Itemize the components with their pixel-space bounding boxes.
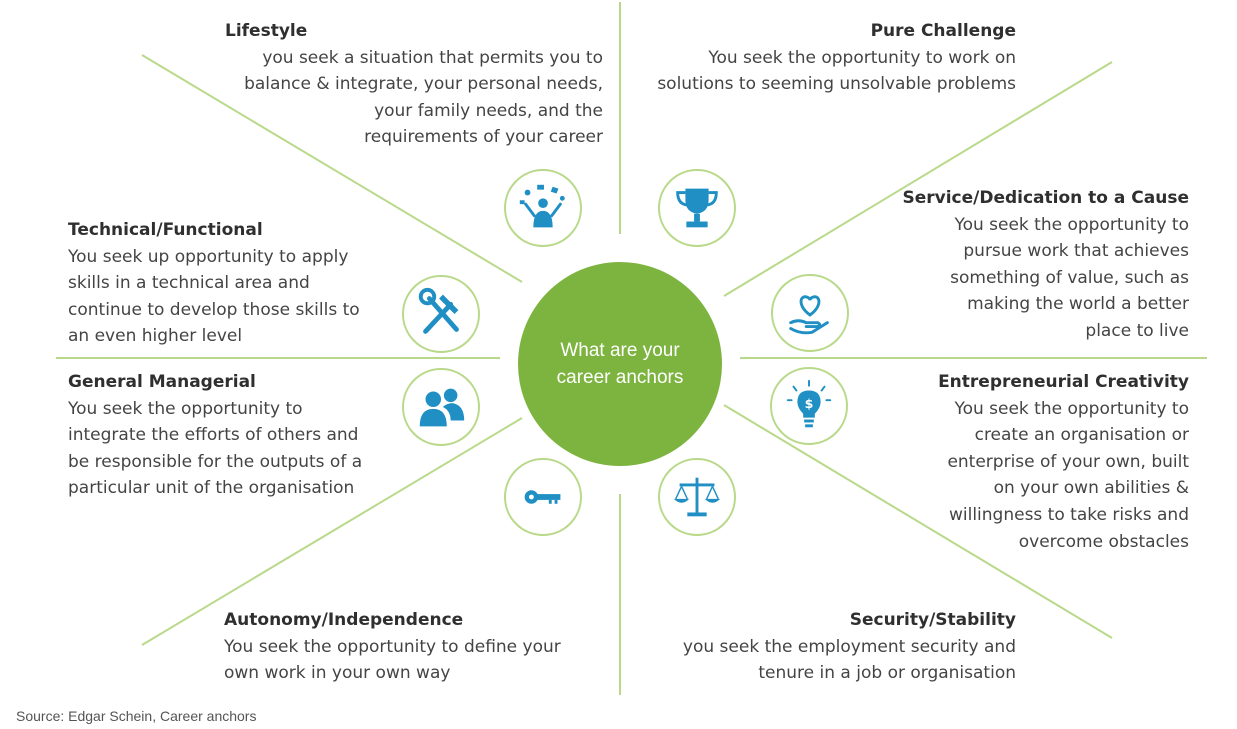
- people-juggling-icon: [504, 169, 582, 247]
- anchor-description: You seek the opportunity to define your …: [224, 636, 561, 684]
- anchor-description: you seek a situation that permits you to…: [244, 47, 603, 148]
- anchor-entrepreneurial-creativity: Entrepreneurial Creativity You seek the …: [880, 369, 1189, 555]
- anchor-general-managerial: General Managerial You seek the opportun…: [68, 369, 398, 502]
- anchor-description: You seek the opportunity to create an or…: [947, 398, 1189, 552]
- spoke-upper-right: [723, 61, 1113, 297]
- svg-text:$: $: [805, 396, 814, 411]
- source-citation: Source: Edgar Schein, Career anchors: [16, 708, 257, 724]
- spoke-lower-left: [141, 417, 523, 646]
- spoke-lower-right: [723, 404, 1113, 639]
- anchor-title: Entrepreneurial Creativity: [938, 372, 1189, 392]
- anchor-pure-challenge: Pure Challenge You seek the opportunity …: [620, 18, 1016, 98]
- anchor-lifestyle: Lifestyle you seek a situation that perm…: [180, 18, 603, 151]
- anchor-title: General Managerial: [68, 372, 256, 392]
- anchor-description: you seek the employment security and ten…: [682, 636, 1016, 684]
- spoke-upper-left: [141, 54, 523, 283]
- anchor-service-dedication: Service/Dedication to a Cause You seek t…: [880, 185, 1189, 345]
- anchor-technical-functional: Technical/Functional You seek up opportu…: [68, 217, 398, 350]
- center-label: What are your career anchors: [556, 340, 684, 388]
- hammer-wrench-icon: [402, 275, 480, 353]
- anchor-security-stability: Security/Stability you seek the employme…: [636, 607, 1016, 687]
- anchor-description: You seek the opportunity to pursue work …: [950, 214, 1189, 341]
- key-icon: [504, 458, 582, 536]
- people-group-icon: [402, 368, 480, 446]
- anchor-title: Lifestyle: [225, 21, 308, 41]
- anchor-autonomy-independence: Autonomy/Independence You seek the oppor…: [224, 607, 604, 687]
- anchor-title: Security/Stability: [849, 610, 1016, 630]
- anchor-description: You seek up opportunity to apply skills …: [68, 246, 360, 347]
- anchor-title: Service/Dedication to a Cause: [902, 188, 1189, 208]
- heart-hand-icon: [771, 274, 849, 352]
- trophy-icon: [658, 169, 736, 247]
- center-hub: What are your career anchors: [518, 262, 722, 466]
- anchor-title: Autonomy/Independence: [224, 610, 464, 630]
- anchor-description: You seek the opportunity to integrate th…: [68, 398, 363, 499]
- anchor-title: Pure Challenge: [870, 21, 1016, 41]
- scales-icon: [658, 458, 736, 536]
- anchor-description: You seek the opportunity to work on solu…: [657, 47, 1016, 95]
- lightbulb-dollar-icon: $: [770, 367, 848, 445]
- anchor-title: Technical/Functional: [68, 220, 263, 240]
